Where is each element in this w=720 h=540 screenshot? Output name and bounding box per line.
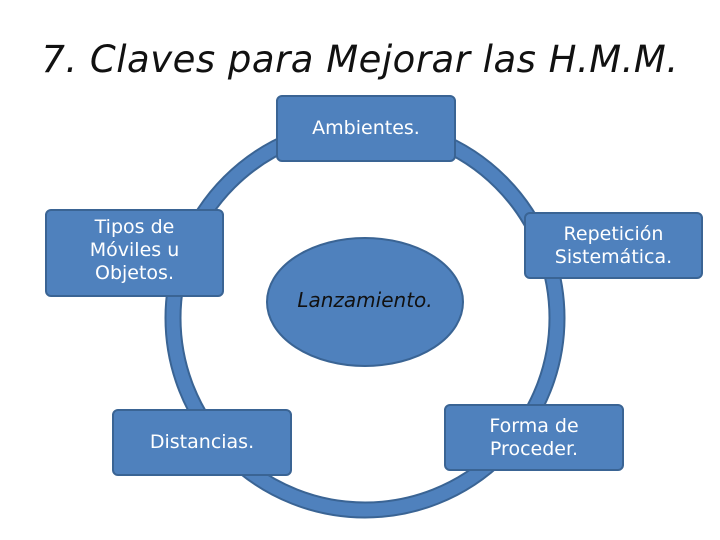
node-distancias-box — [112, 409, 292, 476]
node-repeticion-box — [524, 212, 703, 279]
node-tipos-box — [45, 209, 224, 297]
center-label: Lanzamiento. — [297, 288, 433, 312]
slide-title: 7. Claves para Mejorar las H.M.M. — [41, 38, 679, 81]
node-ambientes-box — [276, 95, 456, 162]
center-ellipse — [266, 237, 464, 367]
node-forma-box — [444, 404, 624, 471]
